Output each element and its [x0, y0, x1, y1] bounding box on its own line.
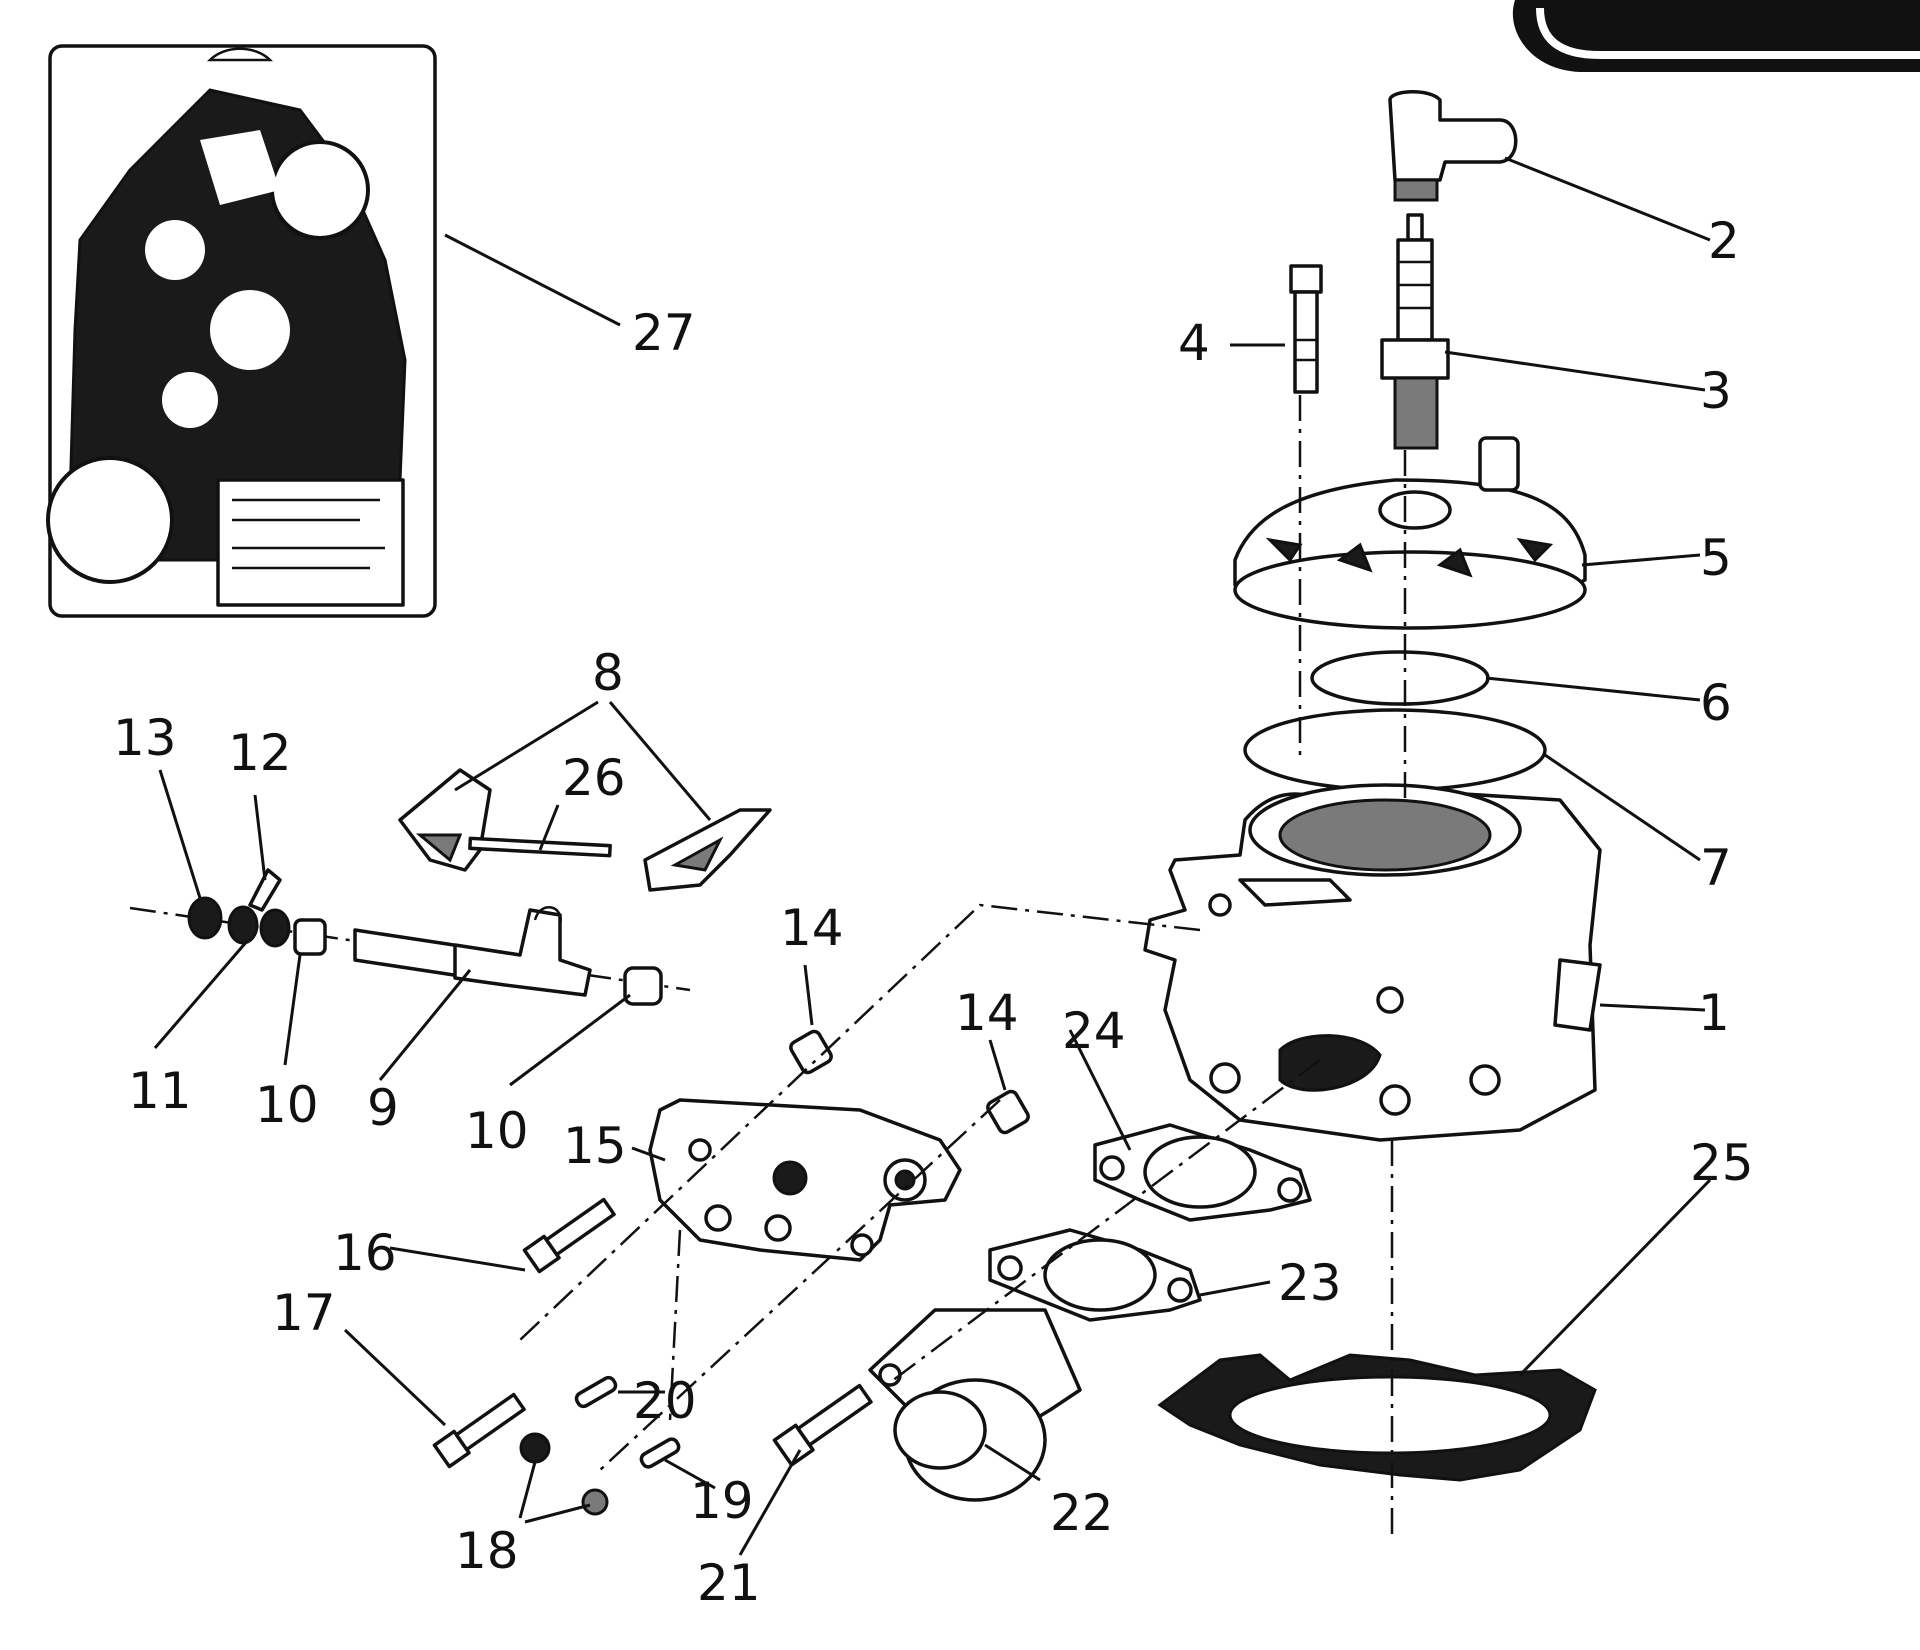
callout-3: 3: [1700, 362, 1732, 420]
callout-13: 13: [113, 709, 177, 767]
callout-19: 19: [690, 1472, 754, 1530]
callout-12: 12: [228, 724, 292, 782]
leader-lines: [153, 156, 1712, 1556]
bolt-17: [432, 1392, 526, 1469]
callout-15: 15: [563, 1117, 627, 1175]
callout-10a: 10: [255, 1076, 319, 1134]
callout-17: 17: [272, 1284, 336, 1342]
gasket-set-card: [46, 44, 437, 618]
callout-23: 23: [1278, 1254, 1342, 1312]
pin-19: [639, 1437, 681, 1469]
callout-18: 18: [455, 1522, 519, 1580]
exhaust-valve-blades: [398, 768, 772, 892]
callout-26: 26: [562, 749, 626, 807]
exhaust-gasket-23: [988, 1228, 1202, 1322]
callout-25: 25: [1690, 1134, 1754, 1192]
callout-8: 8: [592, 644, 624, 702]
callout-20: 20: [633, 1372, 697, 1430]
callout-7: 7: [1700, 839, 1732, 897]
callout-10b: 10: [465, 1102, 529, 1160]
piston-ring: [1243, 708, 1547, 792]
callout-11: 11: [128, 1062, 192, 1120]
callout-14a: 14: [780, 899, 844, 957]
spark-plug: [1380, 213, 1450, 450]
callout-1: 1: [1698, 984, 1730, 1042]
brand-logo-fragment: [1512, 0, 1920, 72]
head-bolt: [1289, 264, 1323, 394]
axis-housing: [519, 903, 1201, 1341]
callout-labels: 1 2 3 4 5 6 7 8 9 10 10 11 12 13 14 14 1…: [113, 212, 1754, 1612]
callout-14b: 14: [955, 984, 1019, 1042]
callout-4: 4: [1178, 314, 1210, 372]
callout-27: 27: [632, 304, 696, 362]
valve-shaft-assembly: [187, 868, 663, 1006]
callout-22: 22: [1050, 1484, 1114, 1542]
bolt-16: [522, 1197, 616, 1274]
pin-20: [574, 1375, 618, 1409]
callout-5: 5: [1700, 529, 1732, 587]
callout-6: 6: [1700, 674, 1732, 732]
base-gasket: [1157, 1353, 1597, 1482]
callout-2: 2: [1708, 212, 1740, 270]
callout-9: 9: [367, 1079, 399, 1137]
head-gasket-ring: [1310, 650, 1490, 706]
bush-left: [789, 1029, 833, 1075]
callout-21: 21: [697, 1554, 761, 1612]
callout-16: 16: [333, 1224, 397, 1282]
bolt-21: [772, 1383, 873, 1467]
axis-bolt-17: [668, 1229, 682, 1421]
exhaust-gasket-24: [1093, 1123, 1312, 1222]
axis-exhaust: [879, 1059, 1321, 1391]
callout-24: 24: [1062, 1002, 1126, 1060]
cylinder-block: [1143, 783, 1602, 1142]
cylinder-head: [1233, 436, 1587, 630]
bush-right: [986, 1089, 1030, 1135]
spark-plug-cap: [1388, 90, 1518, 202]
nut-upper: [519, 1432, 551, 1464]
nut-lower: [581, 1488, 609, 1516]
valve-housing: [648, 1098, 962, 1262]
exhaust-flange: [868, 1308, 1082, 1502]
